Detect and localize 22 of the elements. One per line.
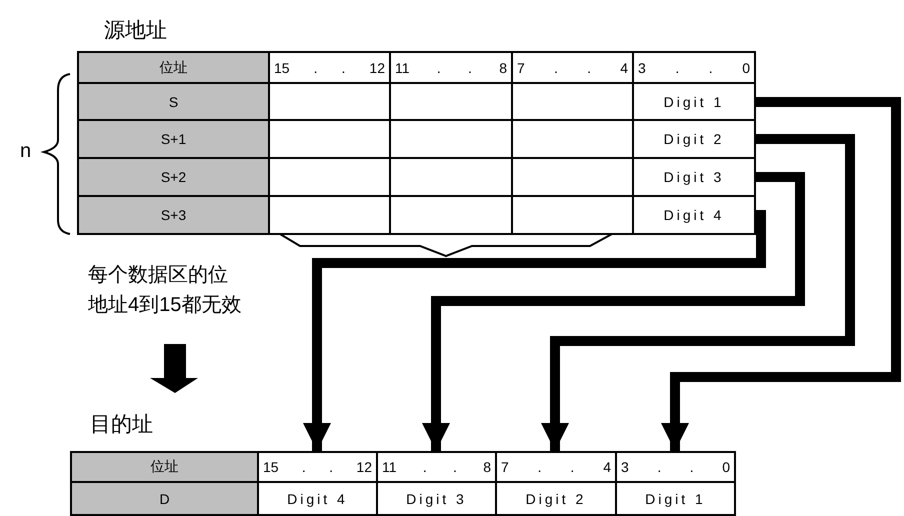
arrow bbox=[422, 172, 805, 451]
note-text: 每个数据区的位地址4到15都无效 bbox=[88, 263, 242, 318]
address-label: S+1 bbox=[77, 119, 270, 159]
bit-range-header: 11 . . 8 bbox=[389, 51, 513, 84]
address-label: S+3 bbox=[77, 195, 270, 235]
address-label: S bbox=[77, 82, 270, 121]
arrow bbox=[541, 134, 855, 451]
arrow bbox=[303, 210, 766, 451]
section-heading: 源地址 bbox=[104, 18, 167, 44]
digit-label: Digit 4 bbox=[632, 195, 756, 235]
bit-range-header: 3 . . 0 bbox=[615, 451, 736, 483]
address-label: D bbox=[70, 481, 259, 516]
address-label: S+2 bbox=[77, 157, 270, 197]
bit-range-header: 3 . . 0 bbox=[632, 51, 756, 84]
address-header: 位址 bbox=[70, 451, 259, 483]
bracket-label: n bbox=[20, 140, 32, 163]
bit-range-header: 15 . . 12 bbox=[268, 51, 391, 84]
arrow bbox=[661, 97, 901, 451]
digit-label: Digit 1 bbox=[615, 481, 736, 516]
section-heading: 目的址 bbox=[90, 412, 153, 438]
bit-range-header: 7 . . 4 bbox=[511, 51, 634, 84]
address-header: 位址 bbox=[77, 51, 270, 84]
